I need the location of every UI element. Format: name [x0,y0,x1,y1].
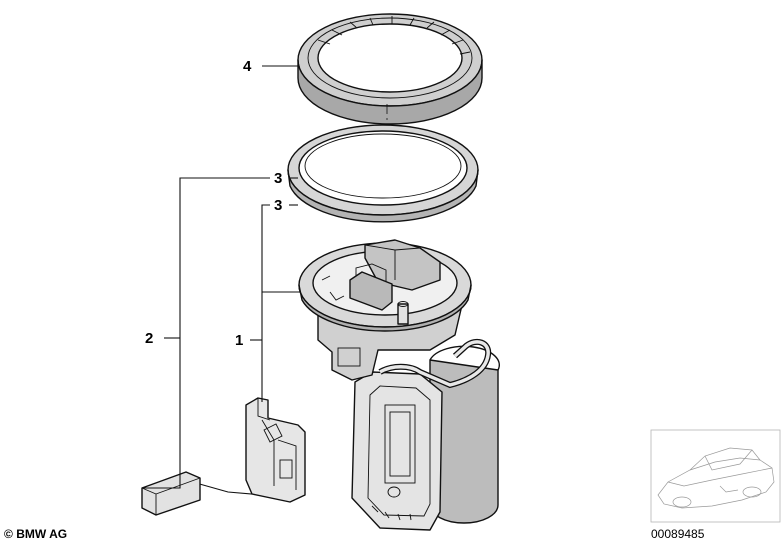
fuel-pump-module-part-1 [298,239,500,531]
gasket-ring-part-3 [287,124,479,223]
copyright-notice: © BMW AG [4,527,67,541]
car-outline-icon [657,447,775,509]
callout-4: 4 [243,58,252,75]
callout-3-lower: 3 [274,197,282,214]
callout-2: 2 [145,330,153,347]
brand-name: BMW AG [16,527,67,541]
vehicle-thumbnail [650,429,781,523]
callout-3-upper: 3 [274,170,282,187]
svg-text:© BMW AG: © BMW AG [4,527,67,541]
level-sensor-part-2 [141,397,306,516]
callout-1: 1 [235,332,243,349]
copyright-symbol: © [4,527,13,541]
locking-ring-part-4 [297,13,483,125]
diagram-number: 00089485 [651,527,705,541]
leader-lines [142,65,300,489]
